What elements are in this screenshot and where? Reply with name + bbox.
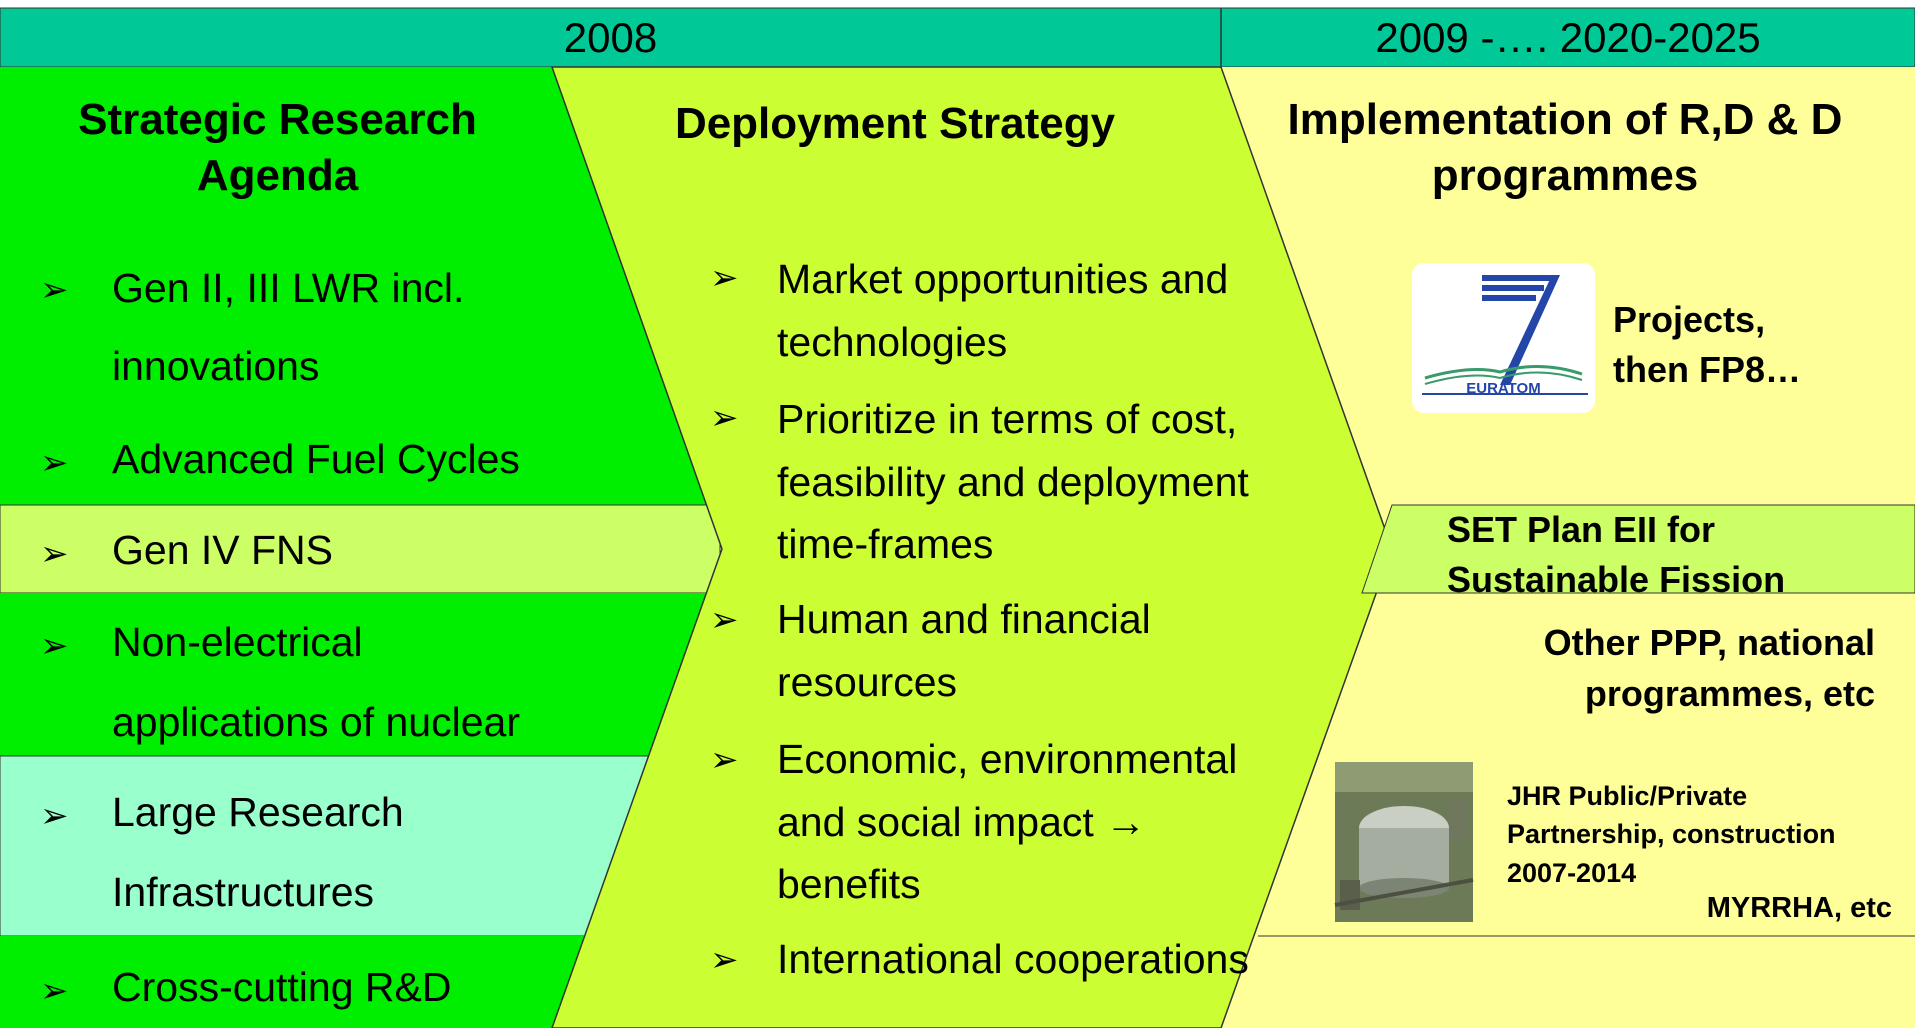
- col2-bullet-4: Economic, environmental and social impac…: [777, 736, 1238, 908]
- col1-bullet-5: Large Research Infrastructures: [112, 789, 404, 915]
- bullet-arrow-icon: ➢: [710, 601, 739, 639]
- set-plan-text: SET Plan EII for Sustainable Fission: [1447, 509, 1786, 600]
- col2-bullet-5: International cooperations: [777, 936, 1249, 982]
- projects-text: Projects, then FP8…: [1613, 299, 1802, 391]
- set-plan-band: [1361, 504, 1915, 594]
- header-years-2009-2025: 2009 -…. 2020-2025: [1375, 13, 1761, 61]
- col3-title: Implementation of R,D & D programmes: [1255, 92, 1875, 205]
- jhr-reactor-image: [1334, 762, 1474, 922]
- col1-title: Strategic Research Agenda: [40, 92, 515, 205]
- other-ppp-text: Other PPP, national programmes, etc: [1543, 622, 1875, 715]
- col2-bullet-3: Human and financial resources: [777, 596, 1151, 705]
- fp7-euratom-label: EURATOM: [1466, 380, 1541, 397]
- col1-bullet-3: Gen IV FNS: [112, 527, 334, 573]
- bullet-arrow-icon: ➢: [710, 259, 739, 297]
- col3-title-line2: programmes: [1431, 151, 1699, 201]
- header-year-2008: 2008: [563, 13, 658, 61]
- col3-title-line1: Implementation of R,D & D: [1287, 95, 1843, 144]
- bullet-arrow-icon: ➢: [40, 627, 69, 665]
- jhr-text: JHR Public/Private Partnership, construc…: [1507, 781, 1836, 888]
- col1-bullet-4: Non-electrical applications of nuclear: [112, 619, 520, 745]
- col1-title-line2: Agenda: [196, 151, 359, 201]
- bullet-arrow-icon: ➢: [710, 941, 739, 979]
- col1-band-green-mid: [0, 593, 720, 756]
- col1-bullet-1: Gen II, III LWR incl. innovations: [112, 265, 465, 389]
- bullet-arrow-icon: ➢: [710, 399, 739, 437]
- col2-bullet-1: Market opportunities and technologies: [777, 256, 1229, 365]
- bullet-arrow-icon: ➢: [40, 972, 69, 1010]
- myrrha-text: MYRRHA, etc: [1706, 892, 1892, 924]
- col1-band-gen4: [0, 504, 721, 594]
- fp7-logo-box: [1412, 263, 1595, 413]
- bullet-arrow-icon: ➢: [40, 271, 69, 309]
- bullet-arrow-icon: ➢: [40, 797, 69, 835]
- bullet-arrow-icon: ➢: [710, 741, 739, 779]
- col2-bullet-2: Prioritize in terms of cost, feasibility…: [777, 396, 1249, 568]
- bullet-arrow-icon: ➢: [40, 535, 69, 573]
- col1-bullet-6: Cross-cutting R&D: [112, 964, 452, 1010]
- header-band: [0, 7, 1915, 68]
- col1-title-line1: Strategic Research: [78, 95, 477, 144]
- col2-title: Deployment Strategy: [674, 99, 1116, 148]
- deployment-chevron: [550, 66, 1393, 1028]
- bullet-arrow-icon: ➢: [40, 444, 69, 482]
- fp7-logo-graphic: [1422, 275, 1588, 395]
- col1-bullet-2: Advanced Fuel Cycles: [112, 436, 520, 482]
